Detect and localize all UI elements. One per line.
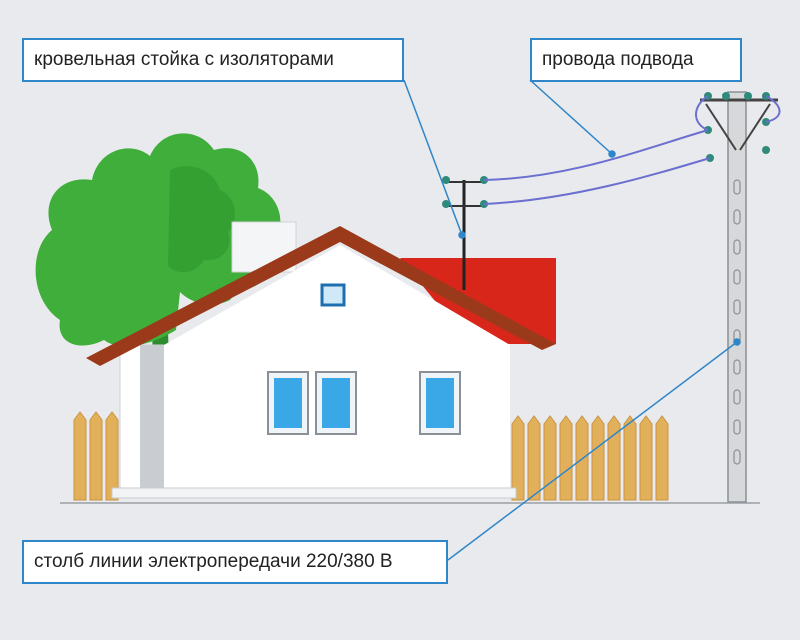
house-plinth <box>111 487 517 499</box>
leader-dot <box>608 150 616 158</box>
insulator-icon <box>722 92 730 100</box>
service-wires <box>483 95 781 205</box>
wire-loop <box>695 95 709 131</box>
pole-holes <box>733 179 741 465</box>
wire-top <box>483 129 709 181</box>
window-3 <box>419 371 461 435</box>
fence-right <box>511 415 669 501</box>
label-power-pole-text: столб линии электропередачи 220/380 В <box>34 551 393 572</box>
insulator-icon <box>442 200 450 208</box>
insulator-icon <box>744 92 752 100</box>
leader-line-wires <box>529 79 613 155</box>
label-roof-rack-text: кровельная стойка с изоляторами <box>34 49 334 70</box>
label-roof-rack: кровельная стойка с изоляторами <box>22 38 404 82</box>
leader-lines <box>403 79 741 561</box>
leader-line-pole <box>447 341 738 561</box>
pole-strut <box>739 103 771 151</box>
tree-foliage-dark <box>168 166 235 273</box>
label-service-wires-text: провода подвода <box>542 49 694 70</box>
leader-dot <box>733 338 741 346</box>
house <box>86 226 556 499</box>
insulator-icon <box>762 146 770 154</box>
window-2 <box>315 371 357 435</box>
fence-left <box>73 411 119 501</box>
label-service-wires: провода подвода <box>530 38 742 82</box>
attic-window <box>320 283 346 307</box>
wire-loop <box>765 95 781 123</box>
label-power-pole: столб линии электропередачи 220/380 В <box>22 540 448 584</box>
power-pole <box>700 91 778 503</box>
leader-dot <box>458 231 466 239</box>
leader-line-roof-rack <box>403 79 463 236</box>
insulator-icon <box>442 176 450 184</box>
pole-shaft <box>727 91 747 503</box>
house-wall-shade <box>140 345 164 495</box>
pole-strut <box>705 103 737 151</box>
window-1 <box>267 371 309 435</box>
roof-back <box>400 258 556 344</box>
wire-bottom <box>483 157 711 205</box>
roof-main <box>86 226 556 366</box>
